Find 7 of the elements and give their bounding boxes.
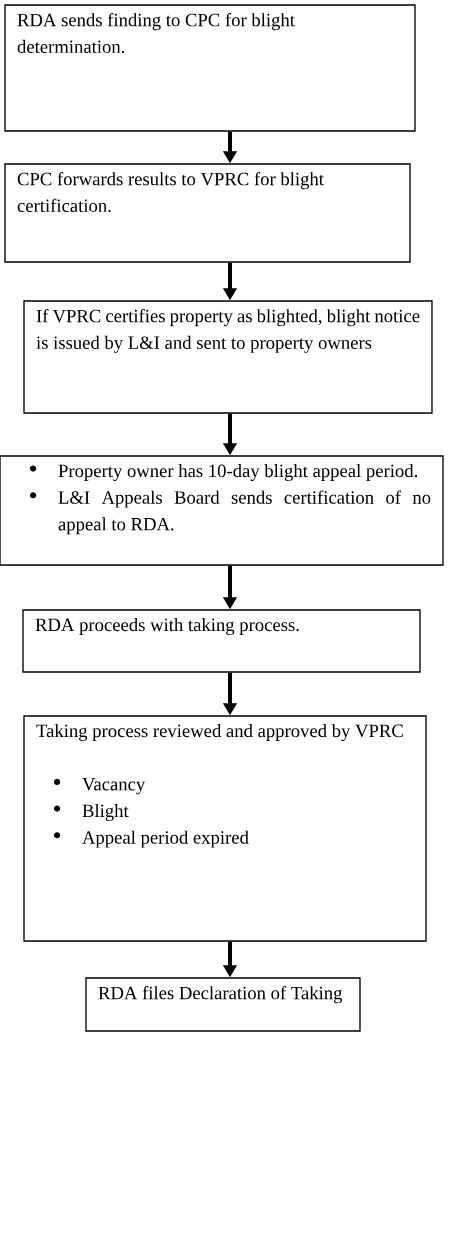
process-box: Property owner has 10-day blight appeal period. L&I Appeals Board sends certification of no appeal to RDA. <box>0 455 444 566</box>
process-box: Taking process reviewed and approved by VPRC Vacancy Blight Appeal period expired <box>23 715 427 942</box>
process-box: If VPRC certifies property as blighted, blight notice is issued by L&I and sent to property owners <box>23 300 433 414</box>
process-box: RDA files Declaration of Taking <box>85 977 361 1032</box>
process-box: RDA proceeds with taking process. <box>22 609 421 673</box>
process-box: RDA sends finding to CPC for blight determination. <box>4 4 416 132</box>
process-box: CPC forwards results to VPRC for blight certification. <box>4 163 411 263</box>
